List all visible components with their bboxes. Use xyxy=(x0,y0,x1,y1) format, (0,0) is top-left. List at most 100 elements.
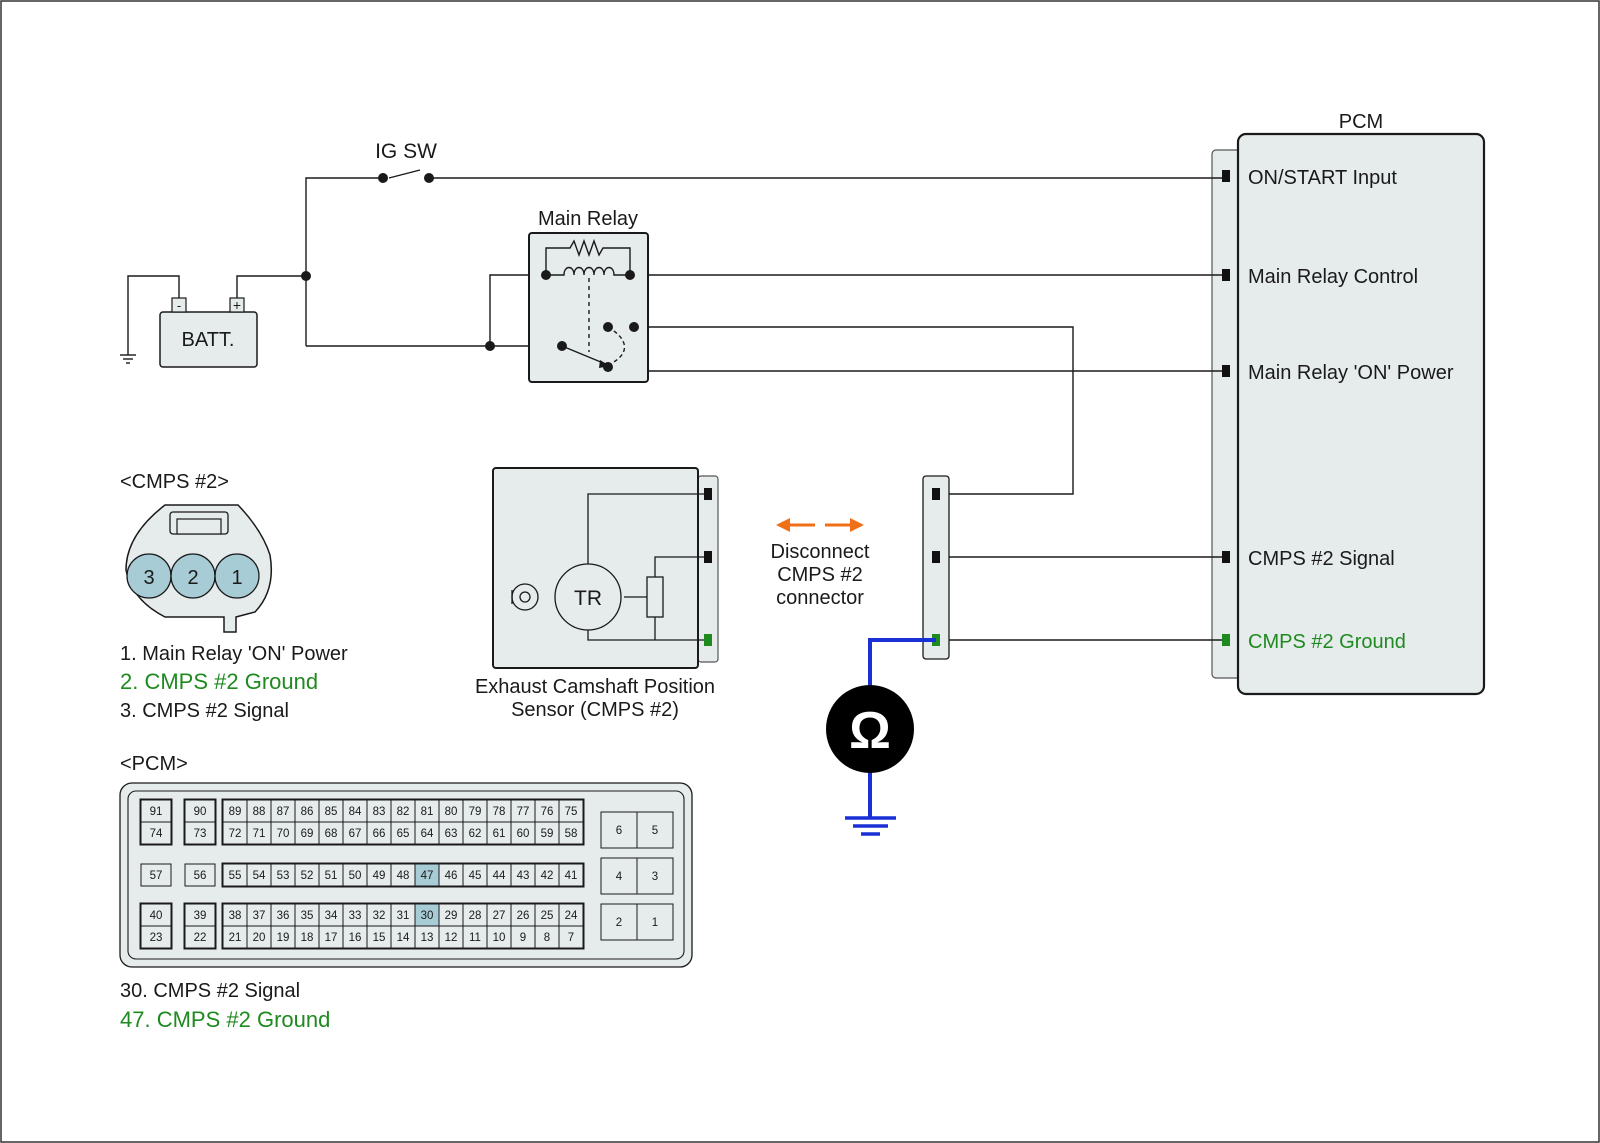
sensor-internals xyxy=(511,493,704,641)
pcm-pin-number: 79 xyxy=(469,806,482,818)
pcm-pin-number: 31 xyxy=(397,910,410,922)
ohmmeter-body xyxy=(826,685,914,773)
pcm-pin-number: 14 xyxy=(397,932,410,944)
pcm-pin-number: 51 xyxy=(325,870,338,882)
pcm-pin-number: 90 xyxy=(194,806,207,818)
pcm-pin-number: 85 xyxy=(325,806,338,818)
pcm-pin-number: 76 xyxy=(541,806,554,818)
pcm-pin-number: 2 xyxy=(616,917,622,929)
cmps-sensor: TR Exhaust Camshaft Position Sensor (CMP… xyxy=(475,467,719,721)
pcm-pin-number: 63 xyxy=(445,828,458,840)
pcm-pin-number: 64 xyxy=(421,828,434,840)
pcm-pin-number: 86 xyxy=(301,806,314,818)
junction-dot xyxy=(301,271,311,281)
pcm-pin-number: 48 xyxy=(397,870,410,882)
pcm-pin-number: 19 xyxy=(277,932,290,944)
main-relay-label: Main Relay xyxy=(538,208,638,230)
sensor-name-line1: Exhaust Camshaft Position xyxy=(475,676,715,698)
pcm-pin-number: 84 xyxy=(349,806,362,818)
pcm-pin-number: 58 xyxy=(565,828,578,840)
sensor-pin-terminal xyxy=(704,551,712,563)
pcm-pin-number: 39 xyxy=(194,910,207,922)
pcm-title: PCM xyxy=(1339,111,1383,133)
pcm-pin-number: 18 xyxy=(301,932,314,944)
pcm-pin-cell xyxy=(558,821,584,845)
pcm-pin-group xyxy=(139,902,173,950)
pcm-pin-number: 88 xyxy=(253,806,266,818)
pcm-pin-number: 49 xyxy=(373,870,386,882)
pcm-pin-number: 13 xyxy=(421,932,434,944)
pcm-pin-cell xyxy=(140,925,172,949)
pcm-pin-number: 4 xyxy=(616,871,623,883)
pcm-pin-number: 33 xyxy=(349,910,362,922)
pcm-pin-number: 82 xyxy=(397,806,410,818)
pcm-pin-number: 29 xyxy=(445,910,458,922)
pcm-pin-number: 61 xyxy=(493,828,506,840)
pcm-legend-item: 30. CMPS #2 Signal xyxy=(120,980,300,1002)
pcm-pin-number: 17 xyxy=(325,932,338,944)
pcm-pin-label-main-relay-control: Main Relay Control xyxy=(1248,266,1418,288)
pcm-pin-number: 91 xyxy=(150,806,163,818)
pcm-pin-number: 37 xyxy=(253,910,266,922)
pcm-pin-group xyxy=(221,798,585,846)
arrow-left-head xyxy=(776,518,790,532)
pcm-pin-number: 59 xyxy=(541,828,554,840)
pcm-pin-group xyxy=(183,902,217,950)
battery: - + BATT. xyxy=(120,297,258,368)
pcm-pin-number: 40 xyxy=(150,910,163,922)
pcm-pin-number: 25 xyxy=(541,910,554,922)
pcm-pin-number: 53 xyxy=(277,870,290,882)
pcm-pin-cell xyxy=(184,925,216,949)
pcm-pin-number: 77 xyxy=(517,806,530,818)
relay-resistor xyxy=(545,238,631,275)
pcm-connector-title: <PCM> xyxy=(120,753,188,775)
pcm-pin-number: 68 xyxy=(325,828,338,840)
wire-batt-negative xyxy=(127,275,180,355)
pcm-pin-cell xyxy=(140,863,172,887)
pcm-pin-number: 38 xyxy=(229,910,242,922)
harness-pin-terminal xyxy=(932,488,940,500)
pcm-pin-number: 57 xyxy=(150,870,163,882)
pcm-pin-cell xyxy=(184,821,216,845)
pcm-pin-number: 65 xyxy=(397,828,410,840)
sensor-tr-label: TR xyxy=(574,587,602,610)
pcm-pin-number: 9 xyxy=(520,932,526,944)
pcm-pin-number: 52 xyxy=(301,870,314,882)
pcm-pin-cell xyxy=(558,863,584,887)
pcm-pin-label-cmps-signal: CMPS #2 Signal xyxy=(1248,548,1395,570)
pcm-pin-cell xyxy=(184,863,216,887)
pcm-pin-number: 42 xyxy=(541,870,554,882)
pcm-pin-number: 11 xyxy=(469,932,481,944)
pcm-pin-number: 22 xyxy=(194,932,207,944)
pcm-box xyxy=(1236,132,1486,696)
pcm-pin-number: 45 xyxy=(469,870,482,882)
pcm-pin-number: 7 xyxy=(568,932,574,944)
ohm-symbol: Ω xyxy=(849,702,891,760)
wire-ig-sw-feed xyxy=(305,177,383,346)
pcm-pin-number: 30 xyxy=(421,910,434,922)
ohmmeter: Ω xyxy=(826,638,936,836)
ig-switch-contact xyxy=(424,173,434,183)
pcm-pin-label-main-relay-on-power: Main Relay 'ON' Power xyxy=(1248,362,1454,384)
pcm-pin-number: 66 xyxy=(373,828,386,840)
pcm-pin-number: 26 xyxy=(517,910,530,922)
pcm-pin-number: 34 xyxy=(325,910,338,922)
pcm-pin-cell xyxy=(600,857,638,895)
sensor-resistor xyxy=(646,576,664,618)
sensor-pin-terminal-ground xyxy=(704,634,712,646)
pcm-pin-number: 81 xyxy=(421,806,434,818)
pcm-pin-group xyxy=(183,798,217,846)
disconnect-text-line3: connector xyxy=(776,587,864,609)
pcm-pin-number: 24 xyxy=(565,910,578,922)
pcm-pin-number: 23 xyxy=(150,932,163,944)
meter-lead-positive xyxy=(868,638,936,690)
sensor-wire-signal xyxy=(654,556,704,577)
pcm-pin-number: 87 xyxy=(277,806,290,818)
pcm-pin-number: 32 xyxy=(373,910,386,922)
pcm-pin-number: 44 xyxy=(493,870,506,882)
pcm-pin-number: 89 xyxy=(229,806,242,818)
